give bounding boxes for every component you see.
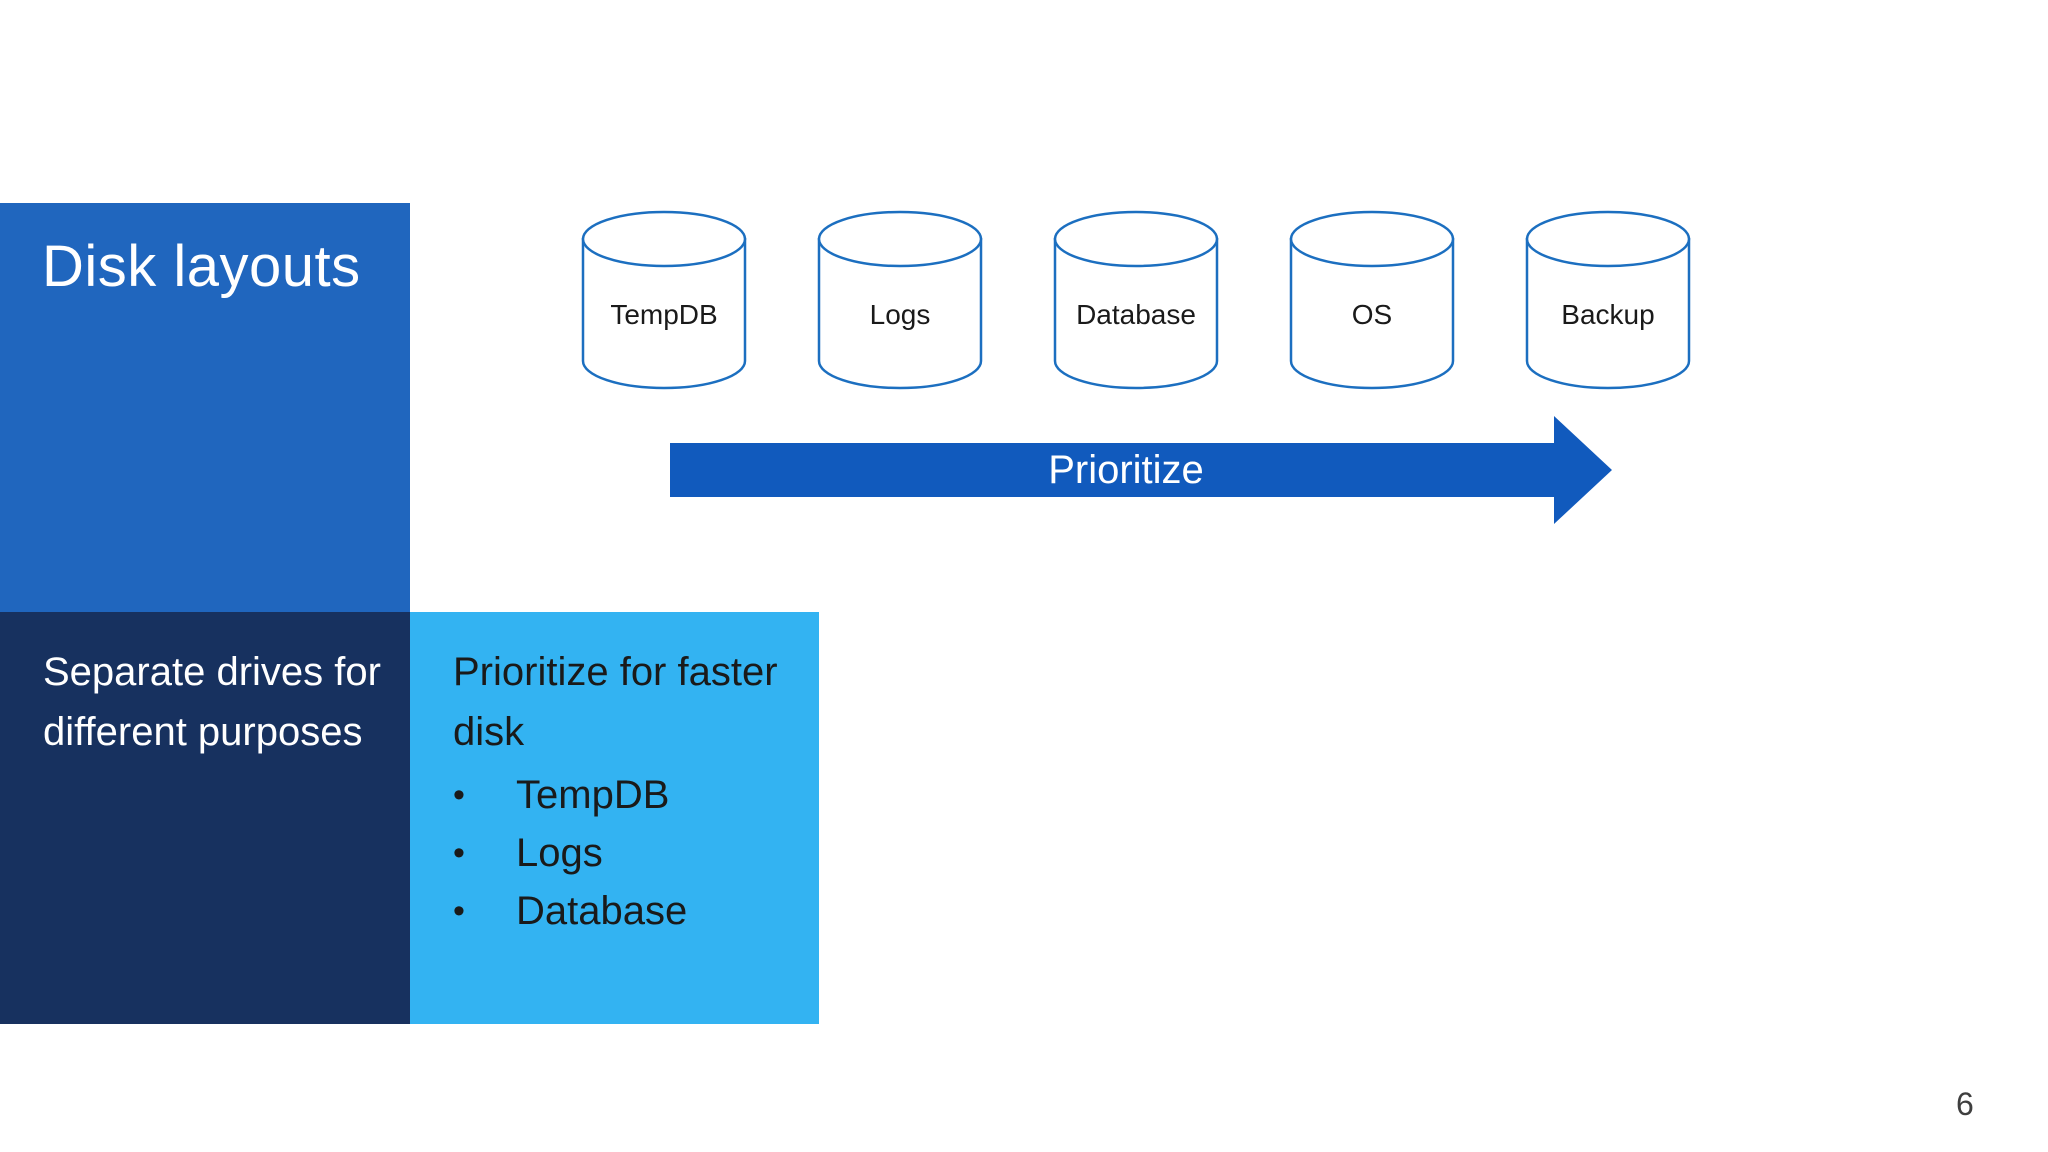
page-title: Disk layouts xyxy=(42,234,361,299)
subtitle-line: different purposes xyxy=(43,710,363,754)
cylinder-top xyxy=(581,210,747,268)
disk-cylinder-logs: Logs xyxy=(817,210,983,390)
arrow-label: Prioritize xyxy=(1048,447,1204,492)
list-item: • TempDB xyxy=(453,766,803,824)
callout-panel: Prioritize for faster disk • TempDB • Lo… xyxy=(410,612,819,1024)
cylinder-body xyxy=(817,237,983,390)
right-arrow-shape xyxy=(670,416,1612,524)
disk-cylinder-database: Database xyxy=(1053,210,1219,390)
callout-heading-line: Prioritize for faster xyxy=(453,650,778,694)
bullet-icon: • xyxy=(453,776,465,814)
cylinder-top xyxy=(1525,210,1691,268)
disk-label: Database xyxy=(1076,299,1196,330)
cylinder-body xyxy=(1525,237,1691,390)
bullet-label: Logs xyxy=(516,831,603,875)
disk-label: OS xyxy=(1352,299,1392,330)
prioritize-arrow: Prioritize xyxy=(670,416,1612,524)
disk-label: Logs xyxy=(870,299,931,330)
arrow-polygon xyxy=(670,416,1612,524)
disk-cylinders-row: TempDB Logs Database OS Backup xyxy=(581,210,1691,390)
bullet-icon: • xyxy=(453,834,465,872)
callout-bullet-list: • TempDB • Logs • Database xyxy=(453,766,803,940)
disk-cylinder-os: OS xyxy=(1289,210,1455,390)
callout-heading-line: disk xyxy=(453,710,525,754)
cylinder-top xyxy=(1289,210,1455,268)
cylinder-top xyxy=(817,210,983,268)
bullet-label: TempDB xyxy=(516,773,670,817)
title-panel: Disk layouts xyxy=(0,203,410,612)
disk-cylinder-backup: Backup xyxy=(1525,210,1691,390)
page-number: 6 xyxy=(1956,1086,1974,1122)
list-item: • Logs xyxy=(453,824,803,882)
disk-label: TempDB xyxy=(610,299,717,330)
bullet-icon: • xyxy=(453,892,465,930)
cylinder-body xyxy=(581,237,747,390)
cylinder-top xyxy=(1053,210,1219,268)
cylinder-body xyxy=(1289,237,1455,390)
list-item: • Database xyxy=(453,882,803,940)
subtitle-panel: Separate drives for different purposes xyxy=(0,612,410,1024)
disk-label: Backup xyxy=(1561,299,1654,330)
cylinder-body xyxy=(1053,237,1219,390)
bullet-label: Database xyxy=(516,889,688,933)
disk-cylinder-tempdb: TempDB xyxy=(581,210,747,390)
subtitle-line: Separate drives for xyxy=(43,650,381,694)
